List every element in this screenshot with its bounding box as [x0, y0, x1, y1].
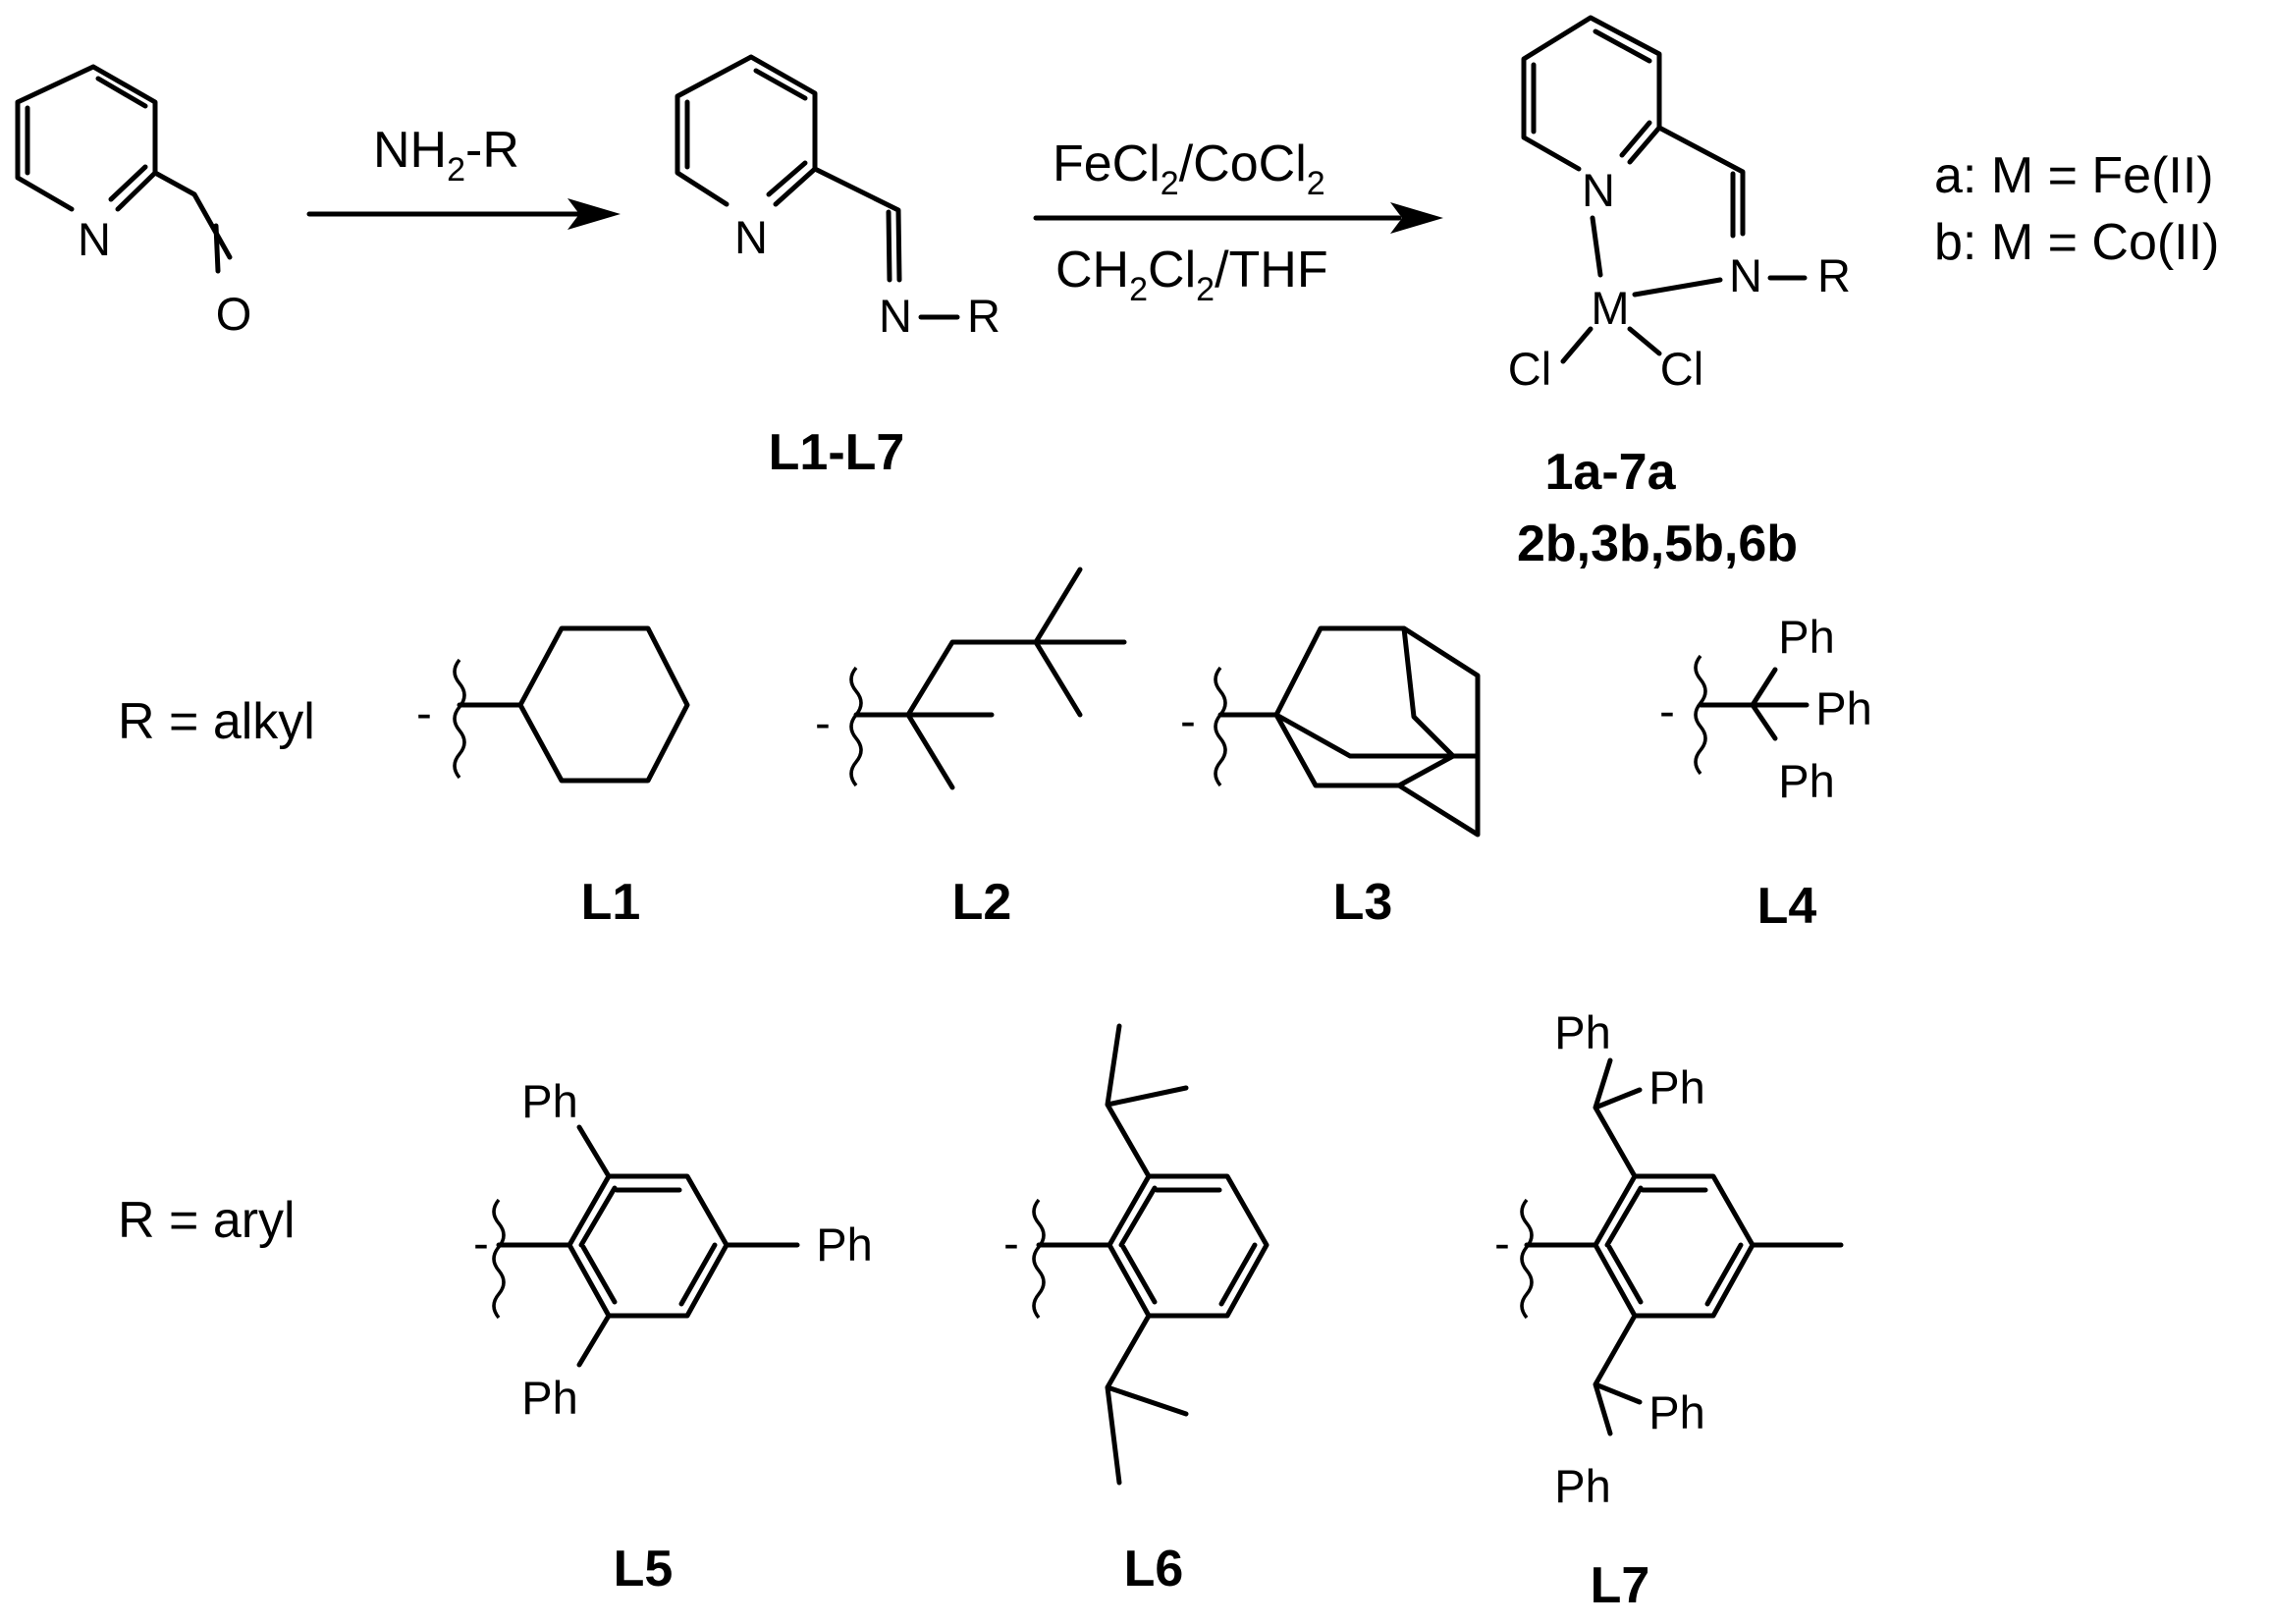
l4-phenyl-top: Ph [1778, 611, 1835, 663]
svg-text:-: - [815, 696, 831, 748]
l7-phenyl-1: Ph [1554, 1006, 1611, 1058]
substituent-L2-tert-octyl: - L2 [815, 567, 1127, 931]
reaction-arrow-2: FeCl2/CoCl2 CH2Cl2/THF [1033, 135, 1443, 308]
l4-phenyl-right: Ph [1815, 682, 1872, 734]
label-L5: L5 [614, 1541, 674, 1597]
metal-key-co: b: M = Co(II) [1934, 214, 2219, 271]
l7-phenyl-2: Ph [1648, 1061, 1705, 1113]
label-L2: L2 [952, 874, 1012, 931]
reaction-arrow-1: NH2-R [306, 122, 621, 230]
substituent-L1-cyclohexyl: - L1 [416, 625, 690, 931]
label-L6: L6 [1124, 1541, 1184, 1597]
substituent-L3-adamantyl: - L3 [1180, 625, 1481, 931]
l5-phenyl-right: Ph [816, 1218, 873, 1271]
chloride-right: Cl [1660, 343, 1703, 395]
label-L3: L3 [1333, 874, 1393, 931]
pyridine-nitrogen: N [78, 213, 111, 265]
substituent-L7-bisbenzhydrylphenyl: - Ph Ph Ph Ph L7 [1494, 1006, 1844, 1614]
complex-imine-nitrogen: N [1729, 249, 1762, 301]
metal-center: M [1591, 282, 1629, 334]
complex-r-group: R [1817, 249, 1851, 301]
l5-phenyl-top: Ph [521, 1075, 578, 1127]
metal-salts: FeCl2/CoCl2 [1053, 135, 1325, 202]
svg-text:-: - [1494, 1217, 1510, 1269]
label-L7: L7 [1591, 1557, 1650, 1614]
svg-text:-: - [1659, 684, 1675, 736]
metal-key: a: M = Fe(II) b: M = Co(II) [1934, 147, 2219, 271]
carbonyl-oxygen: O [216, 288, 252, 340]
chloride-left: Cl [1508, 343, 1551, 395]
imine-nitrogen: N [879, 290, 912, 342]
aryl-row-label: R = aryl [118, 1192, 296, 1249]
alkyl-row-label: R = alkyl [118, 693, 315, 750]
complex-range-label-1: 1a-7a [1545, 444, 1677, 501]
substituent-L5-triphenylphenyl: - Ph Ph Ph L5 [473, 1075, 873, 1597]
solvent-system: CH2Cl2/THF [1055, 242, 1328, 308]
amine-reagent: NH2-R [373, 122, 519, 189]
complex-range-label-2: 2b,3b,5b,6b [1517, 515, 1798, 572]
svg-text:-: - [1180, 694, 1196, 746]
pyridyl-imine-ligand: N N R L1-L7 [675, 54, 1000, 481]
l4-phenyl-bottom: Ph [1778, 755, 1835, 807]
ligand-pyridine-nitrogen: N [734, 211, 768, 263]
label-L1: L1 [581, 874, 641, 931]
label-L4: L4 [1757, 878, 1817, 935]
pyridine-carboxaldehyde: N O [15, 64, 252, 340]
l7-phenyl-4: Ph [1554, 1460, 1611, 1512]
substituent-L6-diisopropylphenyl: - L6 [1003, 1023, 1270, 1597]
metal-key-fe: a: M = Fe(II) [1934, 147, 2214, 204]
svg-text:-: - [416, 686, 432, 738]
ligand-r-group: R [967, 290, 1000, 342]
l5-phenyl-bottom: Ph [521, 1372, 578, 1424]
ligand-range-label: L1-L7 [769, 424, 905, 481]
l7-phenyl-3: Ph [1648, 1386, 1705, 1438]
svg-text:-: - [1003, 1217, 1019, 1269]
metal-complex: N N R M Cl Cl 1a-7a 2b,3b,5b,6b [1508, 15, 1851, 572]
complex-pyridine-nitrogen: N [1582, 164, 1615, 216]
svg-text:-: - [473, 1217, 489, 1269]
substituent-L4-trityl: - Ph Ph Ph L4 [1659, 611, 1872, 935]
